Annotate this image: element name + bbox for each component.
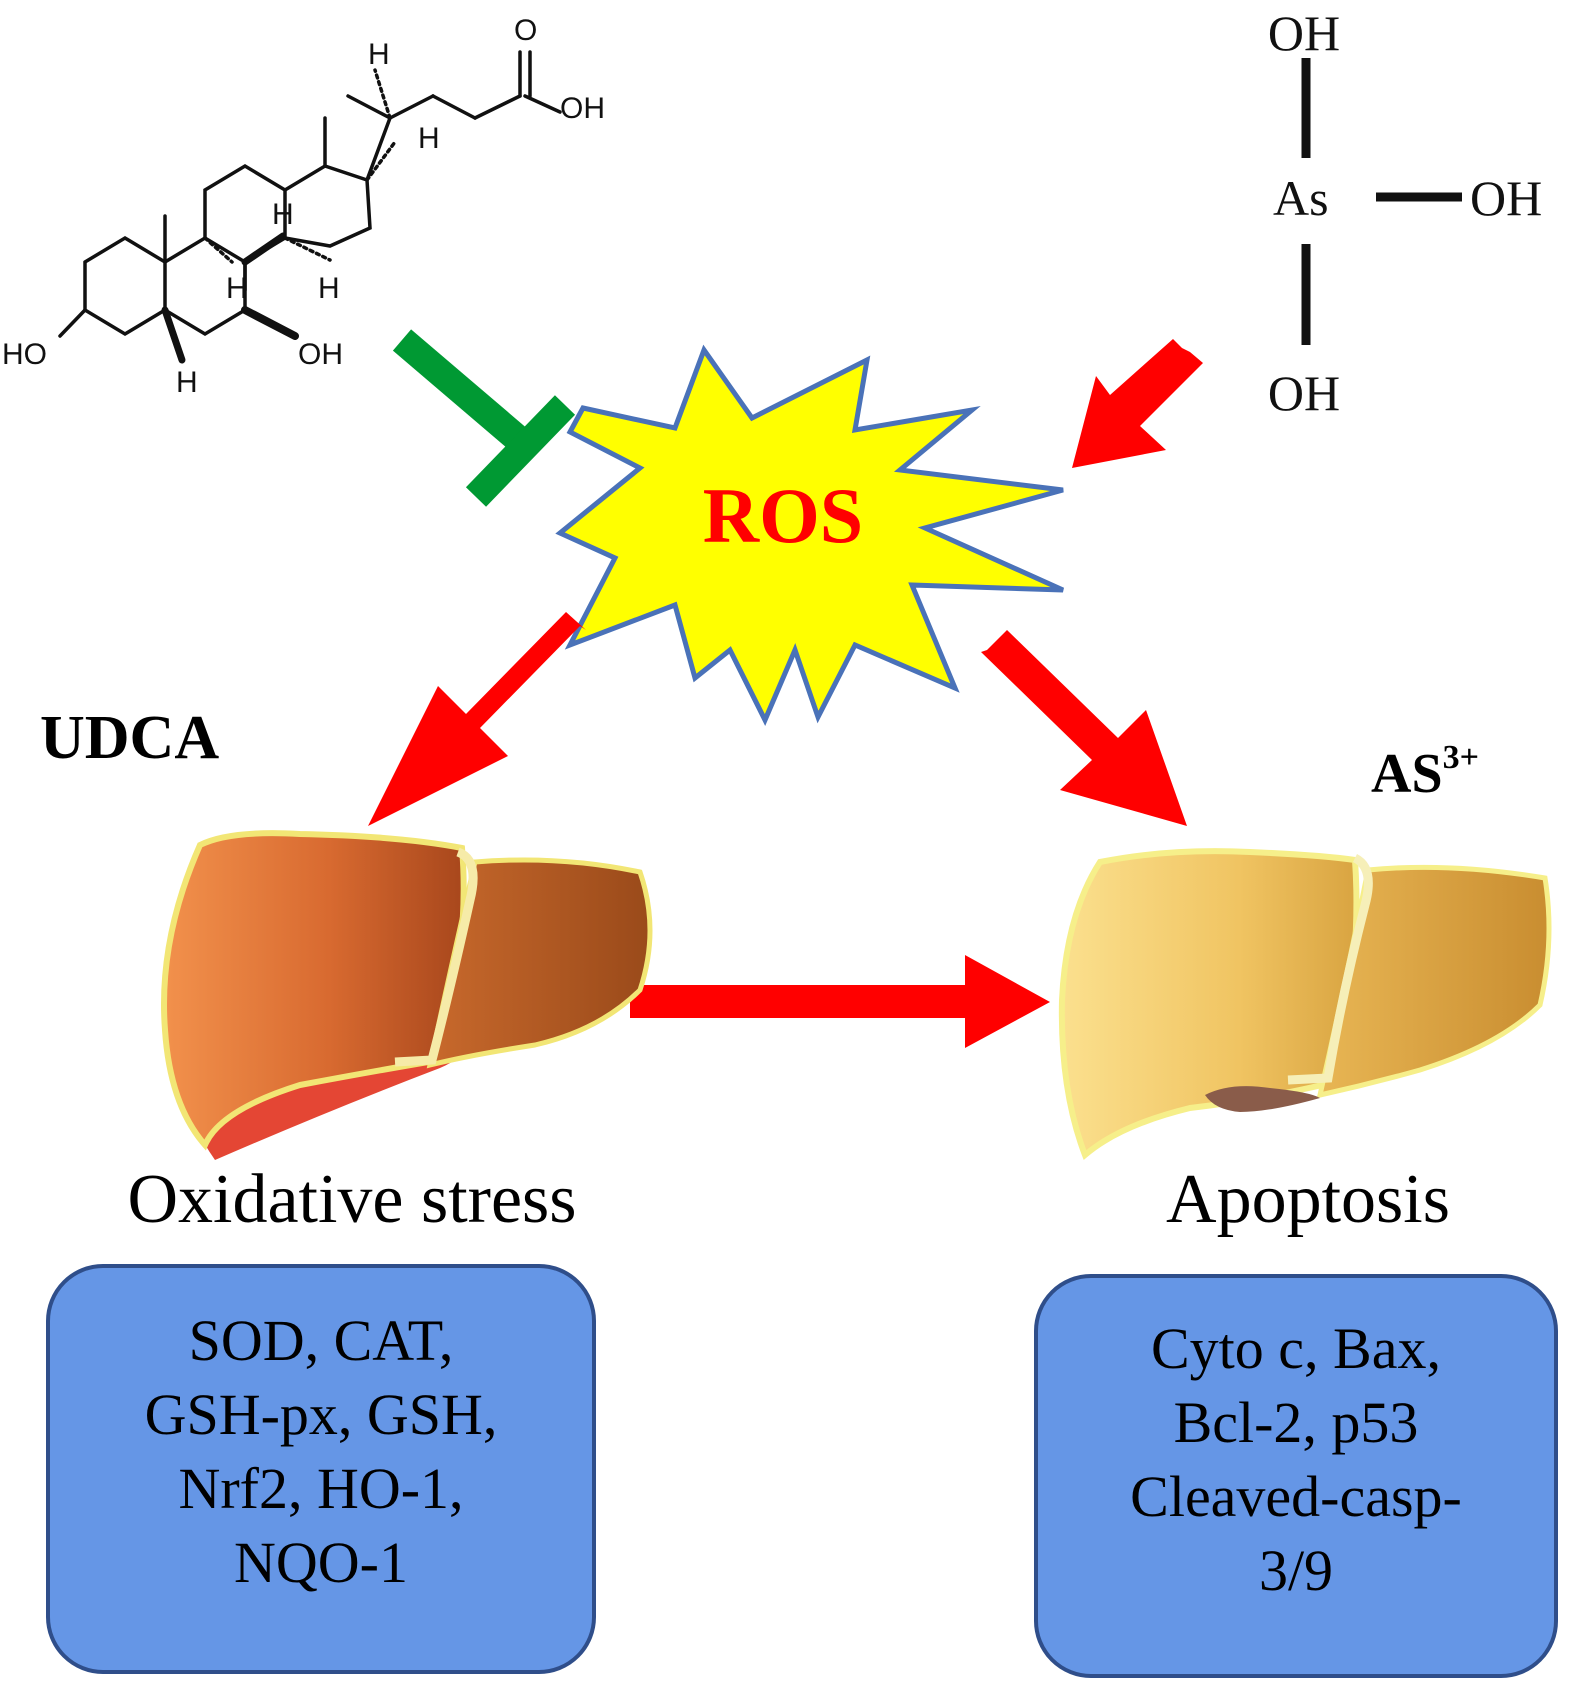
udca-atom-ho: HO: [2, 338, 47, 371]
udca-atom-h: H: [226, 272, 248, 305]
activation-arrow-icon: [1072, 339, 1203, 468]
udca-atom-h: H: [418, 122, 440, 155]
oxidative-marker-line: SOD, CAT,: [189, 1308, 454, 1373]
ros-label: ROS: [703, 472, 863, 559]
activation-arrow-icon: [981, 630, 1187, 826]
arsenite-label-main: AS: [1371, 743, 1443, 805]
apoptosis-marker-line: Cleaved-casp-: [1130, 1464, 1462, 1529]
apoptosis-marker-line: Bcl-2, p53: [1174, 1390, 1419, 1455]
arsenite-oh-top: OH: [1268, 5, 1340, 61]
udca-atom-h: H: [176, 366, 198, 399]
apoptosis-markers-box: Cyto c, Bax, Bcl-2, p53 Cleaved-casp- 3/…: [1034, 1274, 1558, 1678]
oxidative-marker-line: NQO-1: [234, 1530, 408, 1595]
oxidative-stress-markers-box: SOD, CAT, GSH-px, GSH, Nrf2, HO-1, NQO-1: [46, 1264, 596, 1674]
udca-atom-oh-acid: OH: [560, 92, 605, 125]
apoptosis-marker-line: Cyto c, Bax,: [1151, 1316, 1441, 1381]
activation-arrow-icon: [368, 612, 586, 826]
udca-atom-labels: O OH H H H H H H HO OH: [2, 14, 605, 399]
udca-label: UDCA: [40, 704, 219, 772]
arsenite-label-superscript: 3+: [1443, 739, 1479, 776]
udca-structure: [58, 50, 562, 364]
udca-atom-h: H: [368, 38, 390, 71]
liver-icon: [1058, 848, 1552, 1161]
udca-atom-o: O: [514, 14, 537, 47]
arsenite-as: As: [1273, 170, 1329, 226]
udca-atom-h: H: [318, 272, 340, 305]
oxidative-marker-line: GSH-px, GSH,: [145, 1382, 498, 1447]
ros-burst-icon: ROS: [555, 344, 1065, 726]
arsenite-oh-bottom: OH: [1268, 365, 1340, 421]
apoptosis-marker-line: 3/9: [1259, 1538, 1333, 1603]
inhibition-bar-icon: [392, 329, 576, 507]
arsenite-oh-right: OH: [1470, 170, 1542, 226]
arsenite-structure: OH As OH OH: [1268, 5, 1542, 421]
apoptosis-title: Apoptosis: [1166, 1161, 1450, 1238]
udca-atom-oh: OH: [298, 338, 343, 371]
activation-arrows: [368, 339, 1203, 1048]
liver-icon: [161, 830, 653, 1160]
oxidative-marker-line: Nrf2, HO-1,: [178, 1456, 463, 1521]
arsenite-label: AS3+: [1371, 739, 1479, 805]
activation-arrow-icon: [630, 955, 1050, 1048]
oxidative-stress-title: Oxidative stress: [127, 1161, 576, 1238]
udca-atom-h: H: [272, 198, 294, 231]
